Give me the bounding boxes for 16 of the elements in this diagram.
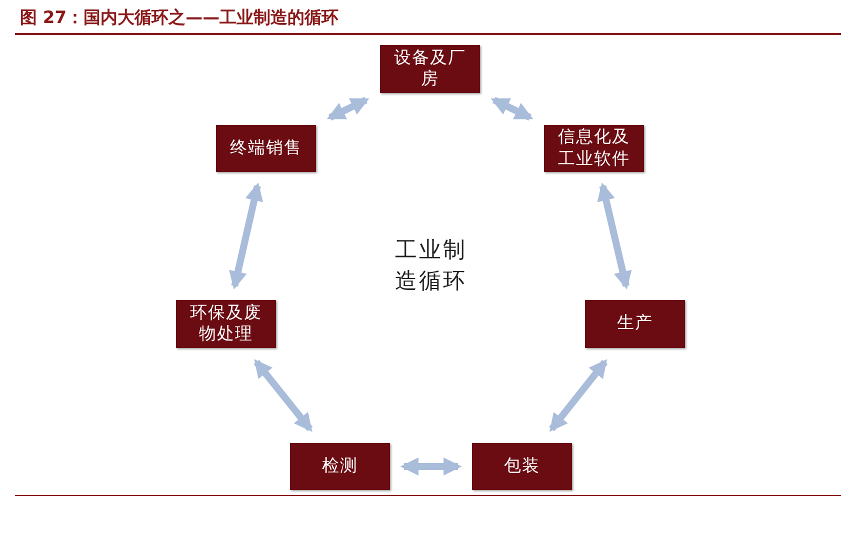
double-arrow: [326, 96, 370, 121]
double-arrow: [597, 182, 632, 290]
process-box: 环保及废物处理: [176, 300, 276, 348]
double-arrow: [400, 457, 462, 476]
center-label: 工业制造循环: [395, 237, 468, 296]
double-arrow: [254, 359, 313, 432]
process-box: 包装: [472, 443, 572, 490]
double-arrow: [490, 96, 534, 121]
process-box: 检测: [290, 443, 390, 490]
process-box: 信息化及工业软件: [544, 125, 644, 172]
double-arrow: [229, 182, 264, 290]
figure-title: 图 27：国内大循环之——工业制造的循环: [20, 7, 339, 29]
process-box: 生产: [585, 300, 685, 348]
process-box: 终端销售: [216, 125, 316, 172]
process-box: 设备及厂房: [380, 45, 480, 93]
double-arrow: [549, 359, 608, 432]
